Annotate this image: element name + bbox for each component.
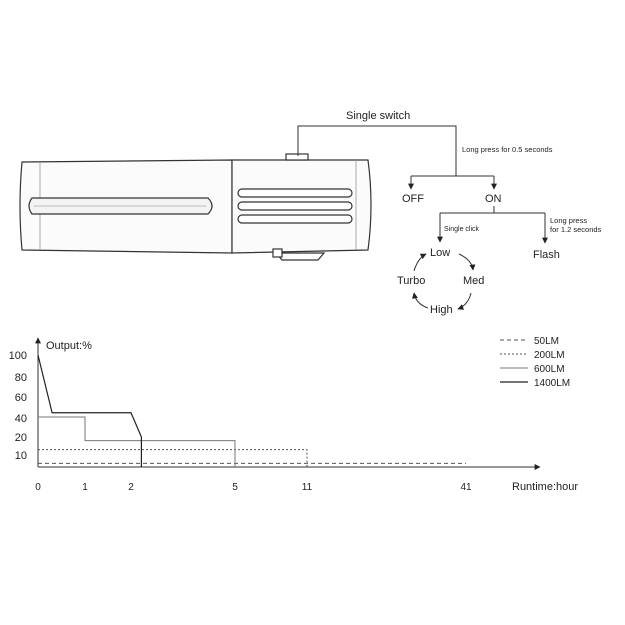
cycle-arrow-turbo-low [413, 253, 427, 272]
y-axis-label: Output:% [46, 340, 92, 352]
cycle-arrow-low-med [458, 253, 476, 271]
x-tick-label: 1 [82, 482, 88, 493]
x-tick-labels: 0 1 2 5 11 41 [35, 482, 472, 493]
x-tick-label: 11 [302, 482, 313, 493]
mode-low: Low [430, 247, 450, 259]
switch-connector [297, 125, 457, 176]
mode-high: High [430, 304, 453, 316]
legend: 50LM 200LM 600LM 1400LM [500, 336, 570, 389]
y-tick-label: 20 [15, 432, 27, 444]
mode-med: Med [463, 275, 484, 287]
y-tick-label: 100 [9, 350, 27, 362]
cycle-arrow-med-high [457, 292, 472, 310]
legend-label: 1400LM [534, 378, 570, 389]
flash-label: Flash [533, 249, 560, 261]
off-label: OFF [402, 193, 424, 205]
legend-label: 50LM [534, 336, 559, 347]
series-lines [37, 354, 466, 467]
x-tick-label: 41 [460, 482, 472, 493]
y-tick-labels: 100 80 60 40 20 10 [9, 350, 27, 462]
y-tick-label: 40 [15, 413, 27, 425]
cycle-arrow-high-turbo [412, 292, 429, 309]
x-tick-label: 0 [35, 482, 41, 493]
long-press-flash-label-2: for 1.2 seconds [550, 225, 602, 234]
runtime-chart: Output:% Runtime:hour 100 80 60 40 20 10 0 1 2 5… [9, 336, 579, 493]
single-click-label: Single click [444, 226, 480, 233]
x-tick-label: 2 [128, 482, 134, 493]
series-line-1400lm [37, 354, 142, 467]
switch-label: Single switch [346, 110, 410, 122]
series-line-200lm [38, 449, 308, 467]
legend-label: 200LM [534, 350, 565, 361]
x-tick-label: 5 [232, 482, 238, 493]
mode-flowchart: Single switch Long press for 0.5 seconds… [297, 110, 602, 316]
bike-light-illustration [19, 153, 372, 261]
long-press-off-on-label: Long press for 0.5 seconds [462, 145, 553, 154]
mode-turbo: Turbo [397, 275, 425, 287]
long-press-flash-label-1: Long press [550, 216, 587, 225]
y-tick-label: 80 [15, 372, 27, 384]
x-axis-label: Runtime:hour [512, 481, 578, 493]
y-tick-label: 10 [15, 450, 27, 462]
legend-label: 600LM [534, 364, 565, 375]
y-tick-label: 60 [15, 392, 27, 404]
series-line-600lm [38, 416, 236, 467]
on-label: ON [485, 193, 502, 205]
